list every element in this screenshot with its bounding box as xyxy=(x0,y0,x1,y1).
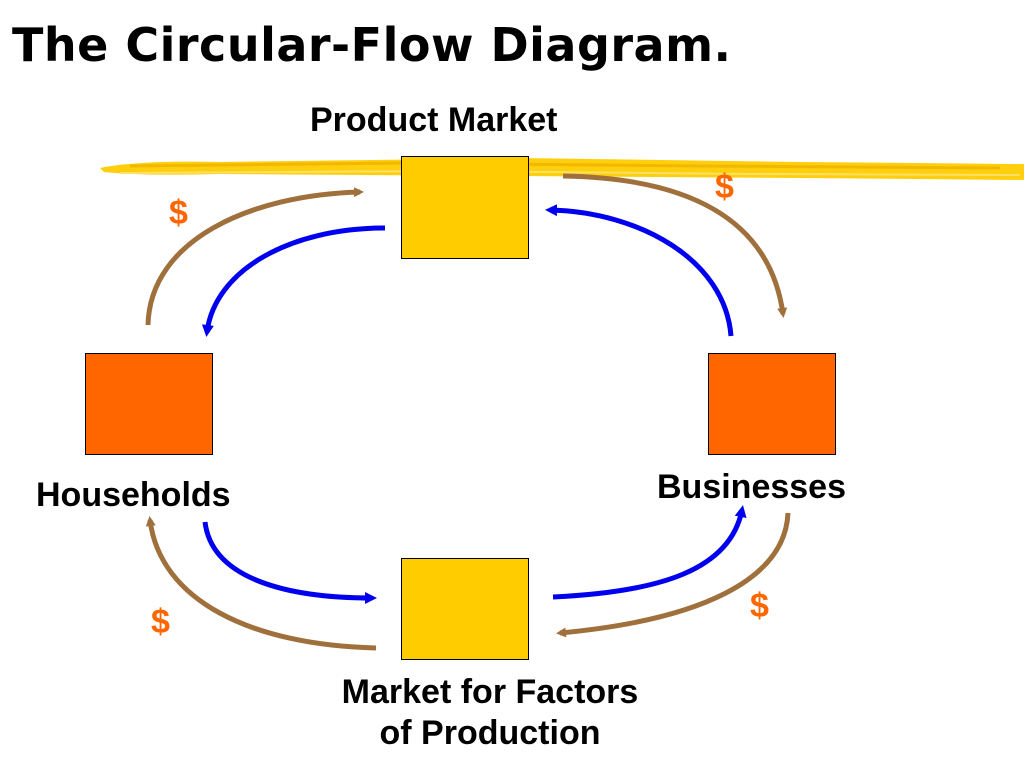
highlight-stripe xyxy=(100,158,1024,180)
factor-market-label-line1: Market for Factors xyxy=(341,673,639,711)
money-flow-businesses-to-factor-market xyxy=(556,512,791,638)
dollar-sign-bottom-left: $ xyxy=(151,603,170,641)
households-box xyxy=(85,353,213,455)
goods-flow-businesses-to-product-market xyxy=(545,204,734,337)
goods-flow-product-market-to-households xyxy=(201,225,386,337)
dollar-sign-top-left: $ xyxy=(169,194,188,232)
households-label: Households xyxy=(36,476,231,514)
factor-market-label-line2: of Production xyxy=(379,713,601,752)
page-title: The Circular-Flow Diagram. xyxy=(12,18,732,72)
factor-market-label: Market for Factors of Production xyxy=(310,672,670,754)
businesses-box xyxy=(708,353,836,455)
product-market-box xyxy=(401,156,529,259)
money-flow-households-to-product-market xyxy=(145,187,364,326)
resource-flow-factor-market-to-businesses xyxy=(552,505,747,600)
factor-market-box xyxy=(401,558,529,660)
resource-flow-households-to-factor-market xyxy=(202,521,377,604)
dollar-sign-top-right: $ xyxy=(715,168,734,206)
dollar-sign-bottom-right: $ xyxy=(750,587,769,625)
money-flow-factor-market-to-households xyxy=(145,516,377,651)
product-market-label: Product Market xyxy=(310,101,558,139)
money-flow-product-market-to-businesses xyxy=(562,173,788,318)
businesses-label: Businesses xyxy=(657,468,846,506)
